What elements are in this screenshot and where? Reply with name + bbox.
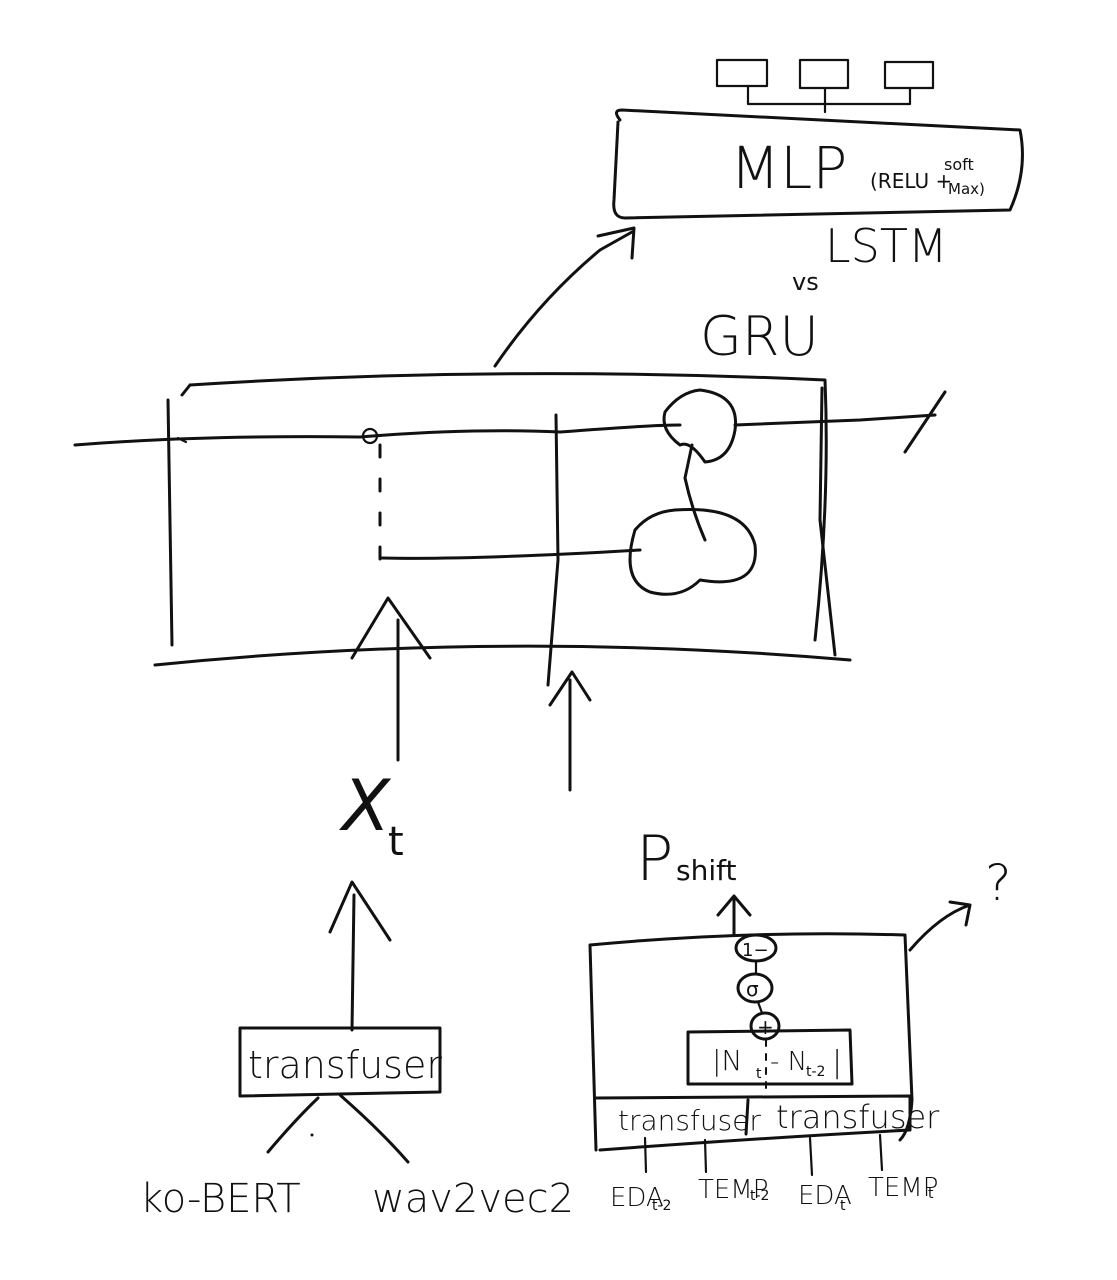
class-box-3 xyxy=(883,60,935,90)
gru-inner-divider xyxy=(546,413,560,687)
gru-box-top xyxy=(180,372,828,642)
op-connectors xyxy=(754,959,764,1015)
class-box-2 xyxy=(798,58,850,90)
sensor-input-lines xyxy=(643,1133,884,1177)
question-mark: ? xyxy=(985,854,1012,912)
gru-box-right xyxy=(818,386,837,657)
temp-t2-label: TEMP xyxy=(698,1175,768,1205)
mlp-activation-1: (RELU + xyxy=(870,169,952,193)
left-transfuser-box xyxy=(238,1026,442,1098)
temp-t-sub: t xyxy=(928,1186,934,1202)
stray-dot xyxy=(310,1133,314,1137)
mlp-activation-3: Max) xyxy=(948,180,985,198)
shift-outer-box xyxy=(588,932,914,1152)
right-transfuser-2-label: transfuser xyxy=(776,1098,940,1136)
hidden-state-line xyxy=(73,390,947,454)
xt-main-label: X xyxy=(338,765,392,847)
pshift-into-gru-arrow xyxy=(548,670,592,792)
eda-t-sub: t xyxy=(840,1198,846,1214)
right-transfuser-divider xyxy=(744,1098,750,1136)
op-plus-label: + xyxy=(757,1015,774,1039)
diff-box-sub: t-2 xyxy=(806,1064,825,1080)
mlp-block: MLP (RELU + soft Max) xyxy=(612,108,1024,220)
right-shift-block: 1− σ + |N t - N t-2 | transfuser transfu… xyxy=(588,932,940,1177)
input-junction xyxy=(361,427,379,445)
wav2vec2-label: wav2vec2 xyxy=(372,1176,574,1222)
pshift-sub-label: shift xyxy=(676,854,736,887)
diff-box-end: - N xyxy=(770,1047,807,1077)
diff-box-close: | xyxy=(832,1045,842,1080)
right-transfuser-1-label: transfuser xyxy=(618,1104,761,1137)
xt-into-gru-arrow xyxy=(350,596,432,762)
gru-to-mlp-arrow xyxy=(493,226,636,368)
question-arrow xyxy=(908,900,972,952)
temp-t2-sub: t-2 xyxy=(750,1188,769,1204)
left-transfuser-label: transfuser xyxy=(248,1043,442,1087)
output-class-group xyxy=(715,58,935,114)
gate-blob-lower xyxy=(628,507,757,596)
wav2vec-to-transfuser-line xyxy=(338,1093,410,1164)
left-transfuser-block: transfuser xyxy=(238,1026,442,1098)
gru-box-bottom xyxy=(153,644,852,667)
eda-t2-label: EDA xyxy=(610,1183,664,1213)
gru-block xyxy=(73,372,947,792)
class-connector xyxy=(746,84,912,114)
ops-to-pshift-arrow xyxy=(716,894,752,937)
right-transfuser-row xyxy=(594,1094,912,1152)
pshift-main-label: P xyxy=(636,822,673,895)
op-plus-node xyxy=(749,1011,781,1041)
op-sigma-label: σ xyxy=(746,977,759,1001)
diff-box-mid: t xyxy=(756,1066,762,1082)
gate-connector xyxy=(683,443,707,542)
mlp-box xyxy=(612,108,1024,220)
lstm-label: LSTM xyxy=(825,219,948,273)
vs-label: vs xyxy=(792,268,819,296)
diff-box-label: |N xyxy=(712,1044,742,1077)
diff-box xyxy=(686,1028,854,1086)
class-box-1 xyxy=(715,58,769,88)
gru-label: GRU xyxy=(700,305,819,368)
input-horizontal-line xyxy=(380,548,642,560)
transfuser-to-xt-arrow xyxy=(328,880,392,1032)
gru-box-left xyxy=(166,398,174,647)
kobert-label: ko-BERT xyxy=(140,1176,301,1222)
kobert-to-transfuser-line xyxy=(266,1096,320,1154)
eda-t2-sub: t-2 xyxy=(652,1198,671,1214)
eda-t-label: EDA xyxy=(798,1181,852,1211)
mlp-activation-2: soft xyxy=(944,155,974,174)
op-one-minus-label: 1− xyxy=(742,940,769,961)
xt-sub-label: t xyxy=(388,819,404,865)
temp-t-label: TEMP xyxy=(868,1173,938,1203)
mlp-label: MLP xyxy=(730,134,847,202)
hidden-state-tick xyxy=(176,436,188,444)
